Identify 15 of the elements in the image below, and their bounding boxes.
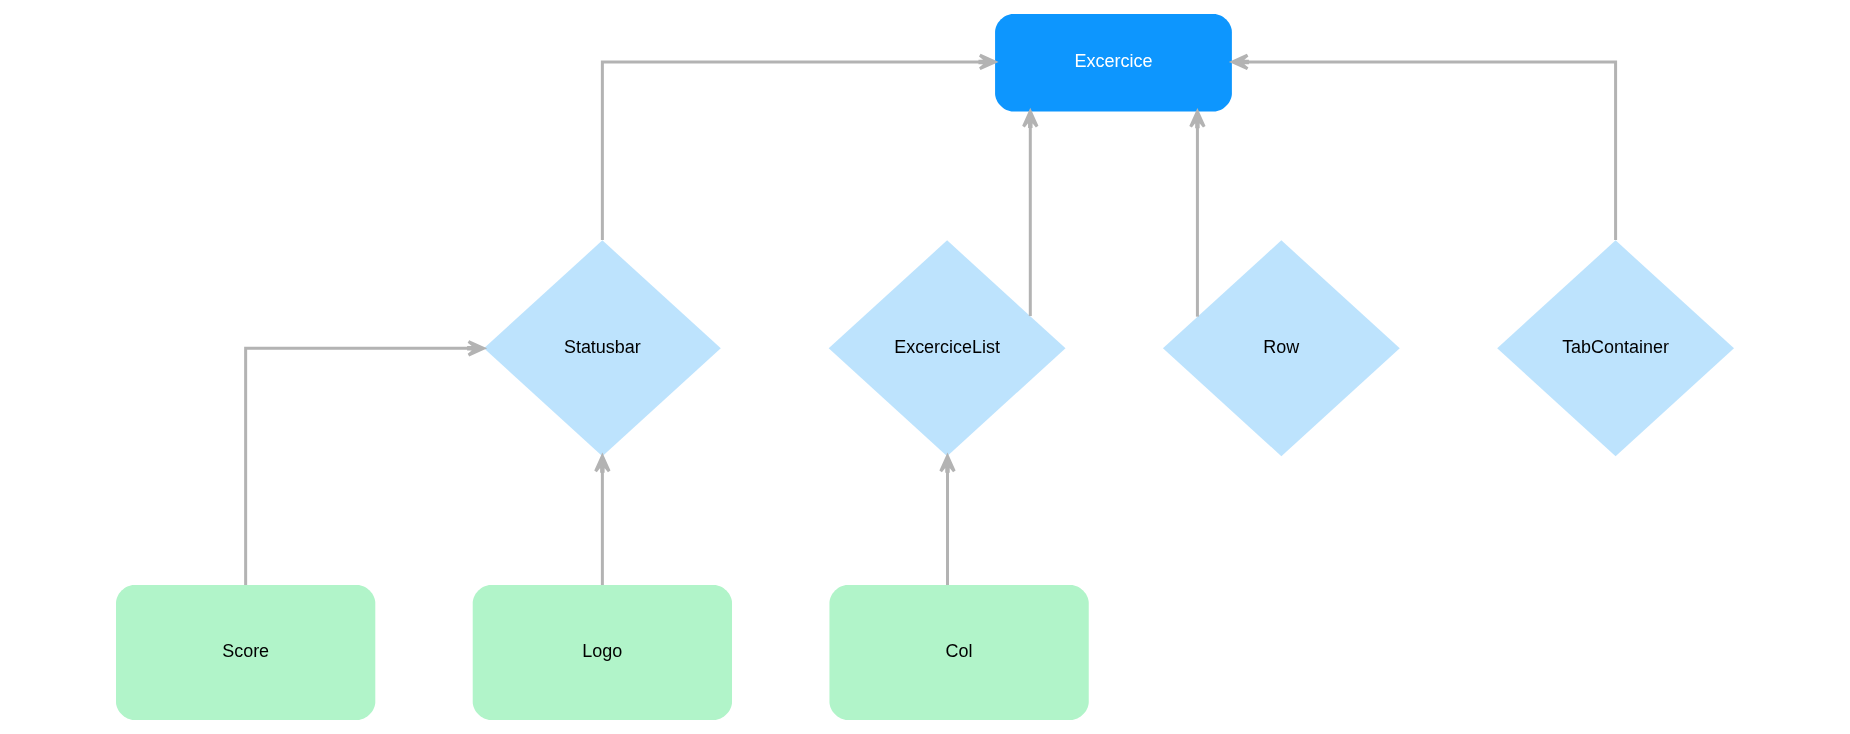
node-box: Logo	[472, 585, 732, 720]
arrow	[939, 454, 956, 585]
node-diamond: Row	[1162, 240, 1400, 457]
arrow	[244, 340, 486, 585]
arrow	[1189, 110, 1206, 317]
node-diamond: ExcerciceList	[828, 240, 1066, 457]
arrow	[600, 53, 997, 241]
node-box: Score	[116, 585, 376, 720]
node-box: Excercice	[995, 14, 1232, 112]
node-diamond: Statusbar	[483, 240, 721, 457]
node-box: Col	[829, 585, 1089, 720]
arrow	[1022, 110, 1039, 317]
arrow	[594, 454, 611, 585]
node-diamond: TabContainer	[1497, 240, 1734, 457]
arrow	[1230, 53, 1618, 241]
